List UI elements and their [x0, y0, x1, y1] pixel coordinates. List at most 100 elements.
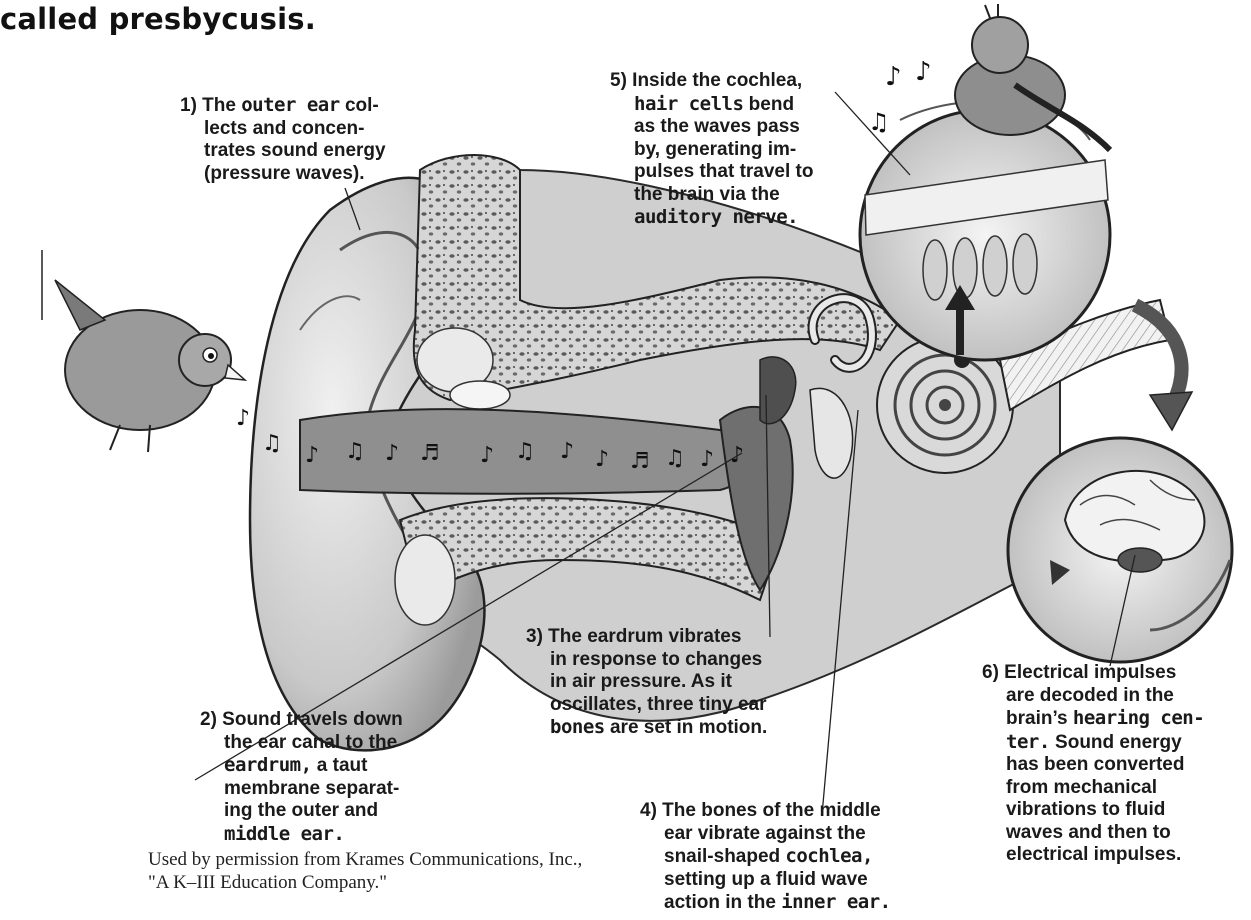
image-credit: Used by permission from Krames Communica…	[148, 848, 582, 894]
caption-text: ear vibrate against the	[664, 823, 866, 844]
caption-text: the ear canal to the	[224, 732, 397, 753]
caption-text: waves and then to	[1006, 822, 1171, 843]
caption-line: has been converted	[982, 754, 1204, 777]
caption-text: pulses that travel to	[634, 161, 814, 182]
caption-line: from mechanical	[982, 777, 1204, 800]
music-note-icon: ♫	[262, 431, 282, 456]
caption-line: as the waves pass	[610, 116, 814, 139]
caption-line: oscillates, three tiny ear	[526, 694, 767, 717]
music-note-icon: ♫	[515, 439, 535, 464]
bird-illustration	[42, 250, 245, 452]
caption-line: auditory nerve.	[610, 206, 814, 230]
music-note-icon: ♪	[560, 439, 574, 464]
caption-line: membrane separat-	[200, 778, 403, 801]
credit-line-2: "A K–III Education Company."	[148, 871, 582, 894]
caption-text: lects and concen-	[204, 118, 365, 139]
caption-text: in air pressure. As it	[550, 671, 732, 692]
caption-line: the ear canal to the	[200, 732, 403, 755]
music-note-icon: ♫	[345, 439, 365, 464]
music-note-icon: ♪	[236, 406, 250, 431]
caption-text: trates sound energy	[204, 140, 386, 161]
caption-text: are set in motion.	[605, 717, 768, 738]
caption-text: in response to changes	[550, 649, 762, 670]
caption-keyword: outer ear	[241, 94, 339, 116]
caption-text: action in the	[664, 892, 781, 913]
caption-line: the brain via the	[610, 184, 814, 207]
caption-keyword: bones	[550, 716, 605, 738]
caption-line: 5) Inside the cochlea,	[610, 70, 814, 93]
caption-line: pulses that travel to	[610, 161, 814, 184]
caption-text: 4) The bones of the middle	[640, 800, 881, 821]
caption-text: oscillates, three tiny ear	[550, 694, 767, 715]
caption-text: 3) The eardrum vibrates	[526, 626, 741, 647]
caption-text: by, generating im-	[634, 139, 796, 160]
music-note-icon: ♪	[305, 443, 319, 468]
caption-keyword: inner ear.	[781, 891, 890, 913]
caption-line: are decoded in the	[982, 685, 1204, 708]
music-note-icon: ♪	[915, 57, 932, 87]
cochlea-detail-circle	[860, 4, 1110, 360]
caption-line: waves and then to	[982, 822, 1204, 845]
caption-line: in air pressure. As it	[526, 671, 767, 694]
caption-keyword: hearing cen-	[1073, 707, 1204, 729]
caption-line: 6) Electrical impulses	[982, 662, 1204, 685]
caption-outer-ear: 1) The outer ear col-lects and concen-tr…	[180, 94, 386, 185]
music-note-icon: ♪	[700, 447, 714, 472]
caption-text: ing the outer and	[224, 800, 378, 821]
caption-line: action in the inner ear.	[640, 891, 891, 915]
caption-line: 2) Sound travels down	[200, 709, 403, 732]
caption-keyword: cochlea,	[785, 845, 873, 867]
caption-keyword: eardrum,	[224, 754, 312, 776]
caption-line: 3) The eardrum vibrates	[526, 626, 767, 649]
caption-text: brain’s	[1006, 708, 1073, 729]
caption-keyword: middle ear.	[224, 823, 344, 845]
credit-line-1: Used by permission from Krames Communica…	[148, 848, 582, 871]
caption-ear-canal: 2) Sound travels downthe ear canal to th…	[200, 709, 403, 846]
music-note-icon: ♬	[420, 441, 440, 466]
caption-line: setting up a fluid wave	[640, 869, 891, 892]
caption-text: (pressure waves).	[204, 163, 365, 184]
caption-line: vibrations to fluid	[982, 799, 1204, 822]
caption-line: 1) The outer ear col-	[180, 94, 386, 118]
caption-text: are decoded in the	[1006, 685, 1174, 706]
caption-text: bend	[743, 94, 794, 115]
caption-line: bones are set in motion.	[526, 716, 767, 740]
music-note-icon: ♪	[480, 443, 494, 468]
music-note-icon: ♪	[595, 447, 609, 472]
caption-text: 6) Electrical impulses	[982, 662, 1176, 683]
caption-text: membrane separat-	[224, 778, 399, 799]
caption-text: has been converted	[1006, 754, 1184, 775]
caption-line: ing the outer and	[200, 800, 403, 823]
caption-line: ter. Sound energy	[982, 731, 1204, 755]
music-note-icon: ♪	[385, 441, 399, 466]
caption-line: electrical impulses.	[982, 844, 1204, 867]
caption-text: the brain via the	[634, 184, 780, 205]
leader-line-5	[835, 92, 910, 175]
caption-keyword: auditory nerve.	[634, 206, 798, 228]
caption-line: in response to changes	[526, 649, 767, 672]
caption-line: brain’s hearing cen-	[982, 707, 1204, 731]
caption-line: (pressure waves).	[180, 163, 386, 186]
caption-keyword: ter.	[1006, 731, 1050, 753]
caption-line: hair cells bend	[610, 93, 814, 117]
music-note-icon: ♫	[665, 446, 685, 471]
caption-text: 2) Sound travels down	[200, 709, 403, 730]
caption-text: col-	[340, 95, 379, 116]
caption-text: setting up a fluid wave	[664, 869, 868, 890]
caption-text: electrical impulses.	[1006, 844, 1181, 865]
caption-text: from mechanical	[1006, 777, 1157, 798]
music-note-icon: ♪	[885, 62, 902, 92]
caption-line: by, generating im-	[610, 139, 814, 162]
caption-text: vibrations to fluid	[1006, 799, 1165, 820]
caption-text: 5) Inside the cochlea,	[610, 70, 802, 91]
caption-keyword: hair cells	[634, 93, 743, 115]
caption-line: middle ear.	[200, 823, 403, 847]
caption-line: snail-shaped cochlea,	[640, 845, 891, 869]
brain-detail-circle	[1008, 438, 1232, 662]
caption-text: as the waves pass	[634, 116, 800, 137]
caption-text: Sound energy	[1050, 732, 1182, 753]
